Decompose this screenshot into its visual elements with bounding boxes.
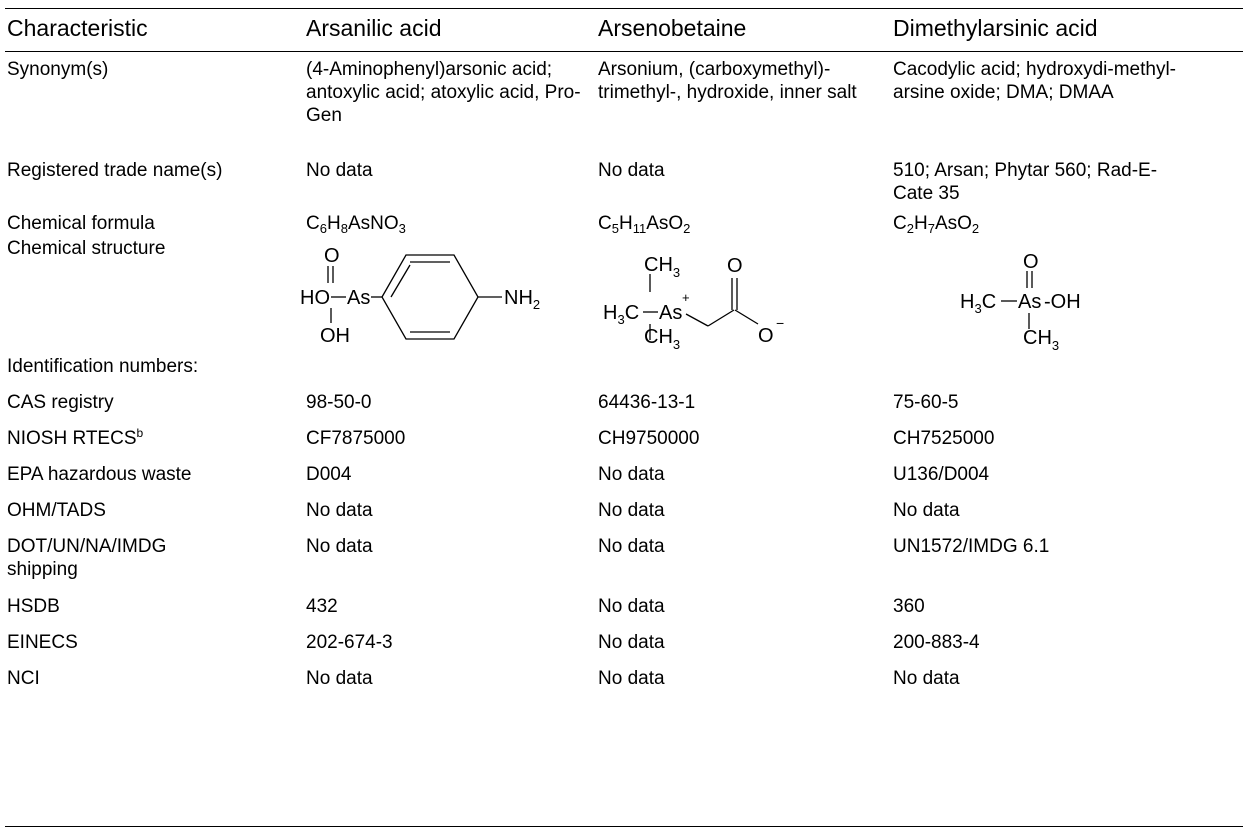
row-label-epa: EPA hazardous waste [7,464,192,485]
structure-dimethylarsinic-acid: O H3C As -OH CH3 [960,251,1081,350]
cell-niosh-arsanilic: CF7875000 [306,428,406,449]
cell-formula-dma: C2H7AsO2 [893,213,980,236]
atom-nh2: NH2 [504,287,540,312]
cell-niosh-arsenobetaine: CH9750000 [598,428,700,449]
row-label-nci: NCI [7,668,40,689]
cell-cas-dma: 75-60-5 [893,392,959,413]
cell-synonyms-arsenobetaine: Arsonium, (carboxymethyl)-trimethyl-, hy… [598,59,857,103]
footnote-b: b [136,426,144,440]
row-label-identification: Identification numbers: [7,356,199,377]
structure-arsanilic-acid: O HO As OH NH2 [300,245,540,345]
row-label-trade-names: Registered trade name(s) [7,160,223,181]
structure-arsenobetaine: CH3 H3C As + CH3 O O − [603,254,784,350]
cell-einecs-dma: 200-883-4 [893,632,980,653]
cell-einecs-arsanilic: 202-674-3 [306,632,393,653]
header-arsanilic-acid: Arsanilic acid [306,15,442,41]
atom-oh: -OH [1044,291,1081,313]
header-arsenobetaine: Arsenobetaine [598,15,747,41]
atom-as: As [1018,291,1041,313]
charge-plus: + [682,290,690,305]
header-dimethylarsinic-acid: Dimethylarsinic acid [893,15,1098,41]
atom-o: O [1023,251,1039,273]
benzene-ring [381,254,479,340]
header-characteristic: Characteristic [7,15,148,41]
cell-trade-arsenobetaine: No data [598,160,665,181]
row-label-hsdb: HSDB [7,596,60,617]
row-label-niosh: NIOSH RTECSb [7,426,144,449]
row-label-structure: Chemical structure [7,238,166,259]
cell-dot-arsanilic: No data [306,536,373,557]
cell-cas-arsanilic: 98-50-0 [306,392,372,413]
cell-epa-dma: U136/D004 [893,464,990,485]
cell-synonyms-dma: Cacodylic acid; hydroxydi-methyl-arsine … [893,59,1176,103]
cell-cas-arsenobetaine: 64436-13-1 [598,392,696,413]
row-label-dot: DOT/UN/NA/IMDG shipping [7,536,167,580]
row-label-formula: Chemical formula [7,213,155,234]
cell-formula-arsanilic: C6H8AsNO3 [306,213,406,236]
atom-as: As [659,302,682,324]
cell-hsdb-arsenobetaine: No data [598,596,665,617]
atom-oh: OH [320,325,350,345]
row-label-cas: CAS registry [7,392,114,413]
table-header-rule [5,51,1243,52]
cell-synonyms-arsanilic: (4-Aminophenyl)arsonic acid; antoxylic a… [306,59,581,126]
atom-as: As [347,287,370,309]
cell-niosh-dma: CH7525000 [893,428,995,449]
atom-o-top: O [727,255,743,277]
cell-trade-dma: 510; Arsan; Phytar 560; Rad-E-Cate 35 [893,160,1158,204]
atom-ch3-bottom: CH3 [644,326,680,350]
cell-ohm-arsenobetaine: No data [598,500,665,521]
atom-ch3: CH3 [1023,327,1059,350]
atom-ch3-top: CH3 [644,254,680,280]
cell-hsdb-arsanilic: 432 [306,596,338,617]
cell-ohm-arsanilic: No data [306,500,373,521]
cell-dot-dma: UN1572/IMDG 6.1 [893,536,1050,557]
table-top-rule [5,8,1243,9]
cell-nci-dma: No data [893,668,960,689]
atom-o-minus: O [758,325,774,347]
row-label-synonyms: Synonym(s) [7,59,109,80]
table-bottom-rule [5,826,1243,827]
cell-epa-arsenobetaine: No data [598,464,665,485]
atom-o: O [324,245,340,267]
cell-einecs-arsenobetaine: No data [598,632,665,653]
cell-epa-arsanilic: D004 [306,464,352,485]
atom-h3c: H3C [960,291,996,316]
cell-nci-arsanilic: No data [306,668,373,689]
cell-hsdb-dma: 360 [893,596,925,617]
atom-h3c: H3C [603,302,639,327]
cell-nci-arsenobetaine: No data [598,668,665,689]
cell-trade-arsanilic: No data [306,160,373,181]
charge-minus: − [776,315,784,331]
atom-ho: HO [300,287,330,309]
row-label-einecs: EINECS [7,632,78,653]
cell-dot-arsenobetaine: No data [598,536,665,557]
row-label-ohm-tads: OHM/TADS [7,500,106,521]
cell-ohm-dma: No data [893,500,960,521]
cell-formula-arsenobetaine: C5H11AsO2 [598,213,691,236]
